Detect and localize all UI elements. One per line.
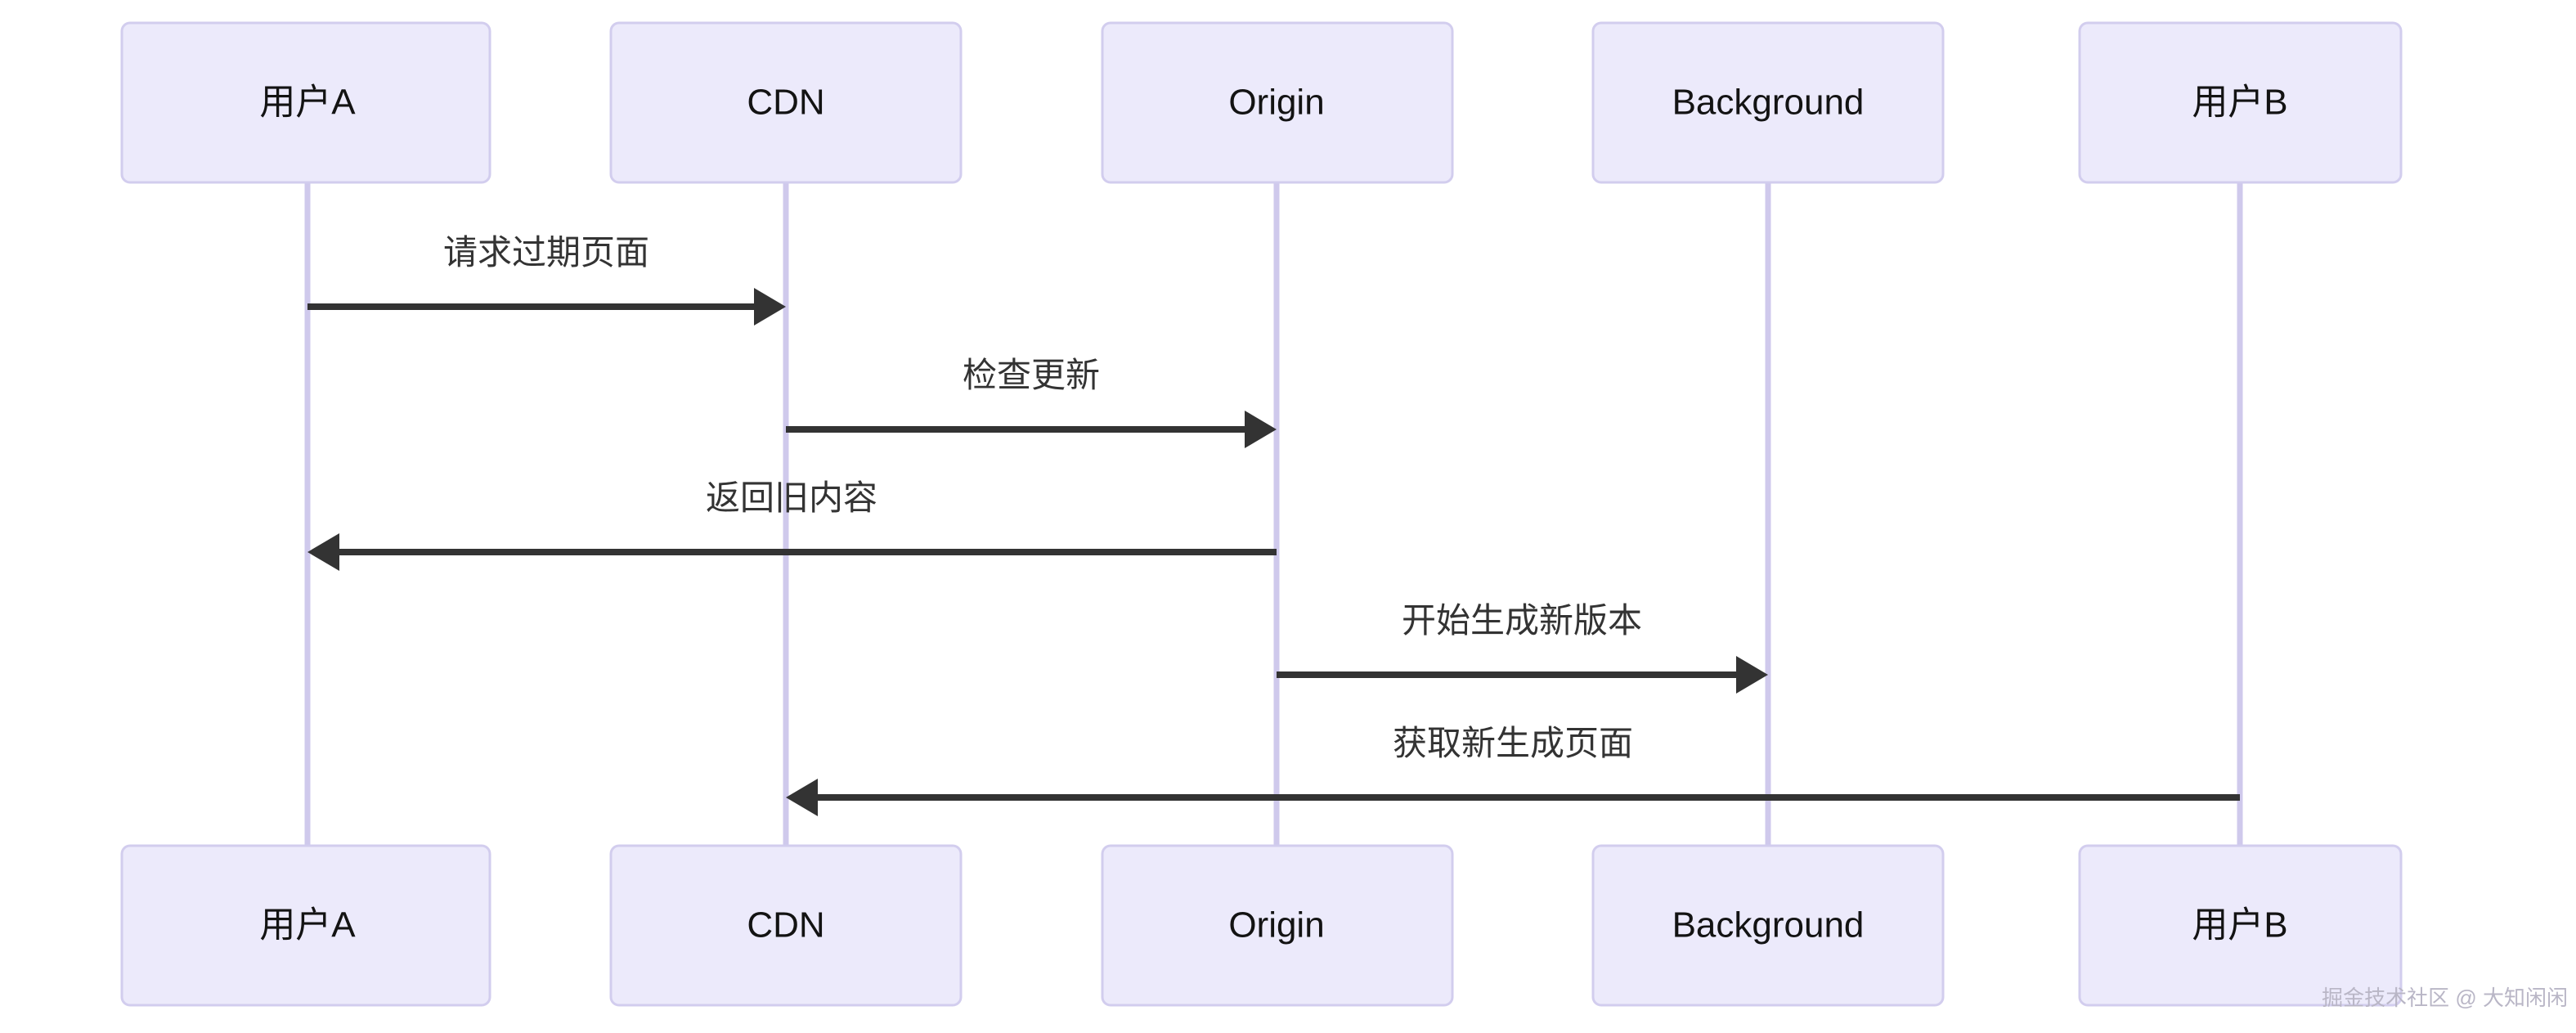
message-3[interactable]: 返回旧内容 [307,478,1277,571]
message-2[interactable]: 检查更新 [786,356,1277,448]
participant-box-bottom-userA[interactable] [120,844,491,1007]
participant-box-top-background[interactable] [1591,21,1945,184]
participant-bottom-userB[interactable]: 用户B [2078,844,2403,1007]
participant-box-bottom-cdn[interactable] [609,844,963,1007]
participant-bottom-background[interactable]: Background [1591,844,1945,1007]
messages-group: 请求过期页面 检查更新 返回旧内容 开始生成新版本 [307,233,2240,816]
lifelines-group [304,182,2243,846]
arrowhead-right-icon-1 [754,288,786,326]
participant-label-bottom-userB: 用户B [2192,905,2287,945]
participant-label-top-origin: Origin [1228,83,1324,123]
participant-label-bottom-userA: 用户A [259,905,356,945]
participant-bottom-origin[interactable]: Origin [1101,844,1454,1007]
participant-top-cdn[interactable]: CDN [609,21,963,184]
watermark-label: 掘金技术社区 @ 大知闲闲 [2322,986,2568,1010]
arrowhead-left-icon-3 [307,533,339,571]
participant-box-bottom-origin[interactable] [1101,844,1454,1007]
participant-label-top-userA: 用户A [259,83,356,123]
participants-bottom-group: 用户A CDN Origin Background 用户B [120,844,2403,1007]
participant-label-top-cdn: CDN [747,83,824,123]
message-label-2: 检查更新 [963,356,1100,394]
participant-label-top-userB: 用户B [2192,83,2287,123]
participant-box-top-origin[interactable] [1101,21,1454,184]
participant-top-background[interactable]: Background [1591,21,1945,184]
arrowhead-left-icon-5 [786,779,818,816]
participant-label-top-background: Background [1672,83,1865,123]
message-label-3: 返回旧内容 [706,478,877,517]
participant-bottom-userA[interactable]: 用户A [120,844,491,1007]
message-4[interactable]: 开始生成新版本 [1277,601,1768,694]
message-label-1: 请求过期页面 [443,233,649,272]
message-label-4: 开始生成新版本 [1402,601,1642,640]
participant-label-bottom-origin: Origin [1228,905,1324,945]
arrowhead-right-icon-2 [1245,411,1277,448]
participant-box-bottom-userB[interactable] [2078,844,2403,1007]
participant-top-userB[interactable]: 用户B [2078,21,2403,184]
participant-label-bottom-cdn: CDN [747,905,824,945]
participant-box-bottom-background[interactable] [1591,844,1945,1007]
message-label-5: 获取新生成页面 [1393,724,1633,762]
participant-bottom-cdn[interactable]: CDN [609,844,963,1007]
participant-label-bottom-background: Background [1672,905,1865,945]
participant-box-top-cdn[interactable] [609,21,963,184]
arrowhead-right-icon-4 [1736,656,1768,694]
participant-top-userA[interactable]: 用户A [120,21,491,184]
participant-top-origin[interactable]: Origin [1101,21,1454,184]
participant-box-top-userB[interactable] [2078,21,2403,184]
message-1[interactable]: 请求过期页面 [307,233,786,326]
participant-box-top-userA[interactable] [120,21,491,184]
message-5[interactable]: 获取新生成页面 [786,724,2240,816]
participants-top-group: 用户A CDN Origin Background 用户B [120,21,2403,184]
